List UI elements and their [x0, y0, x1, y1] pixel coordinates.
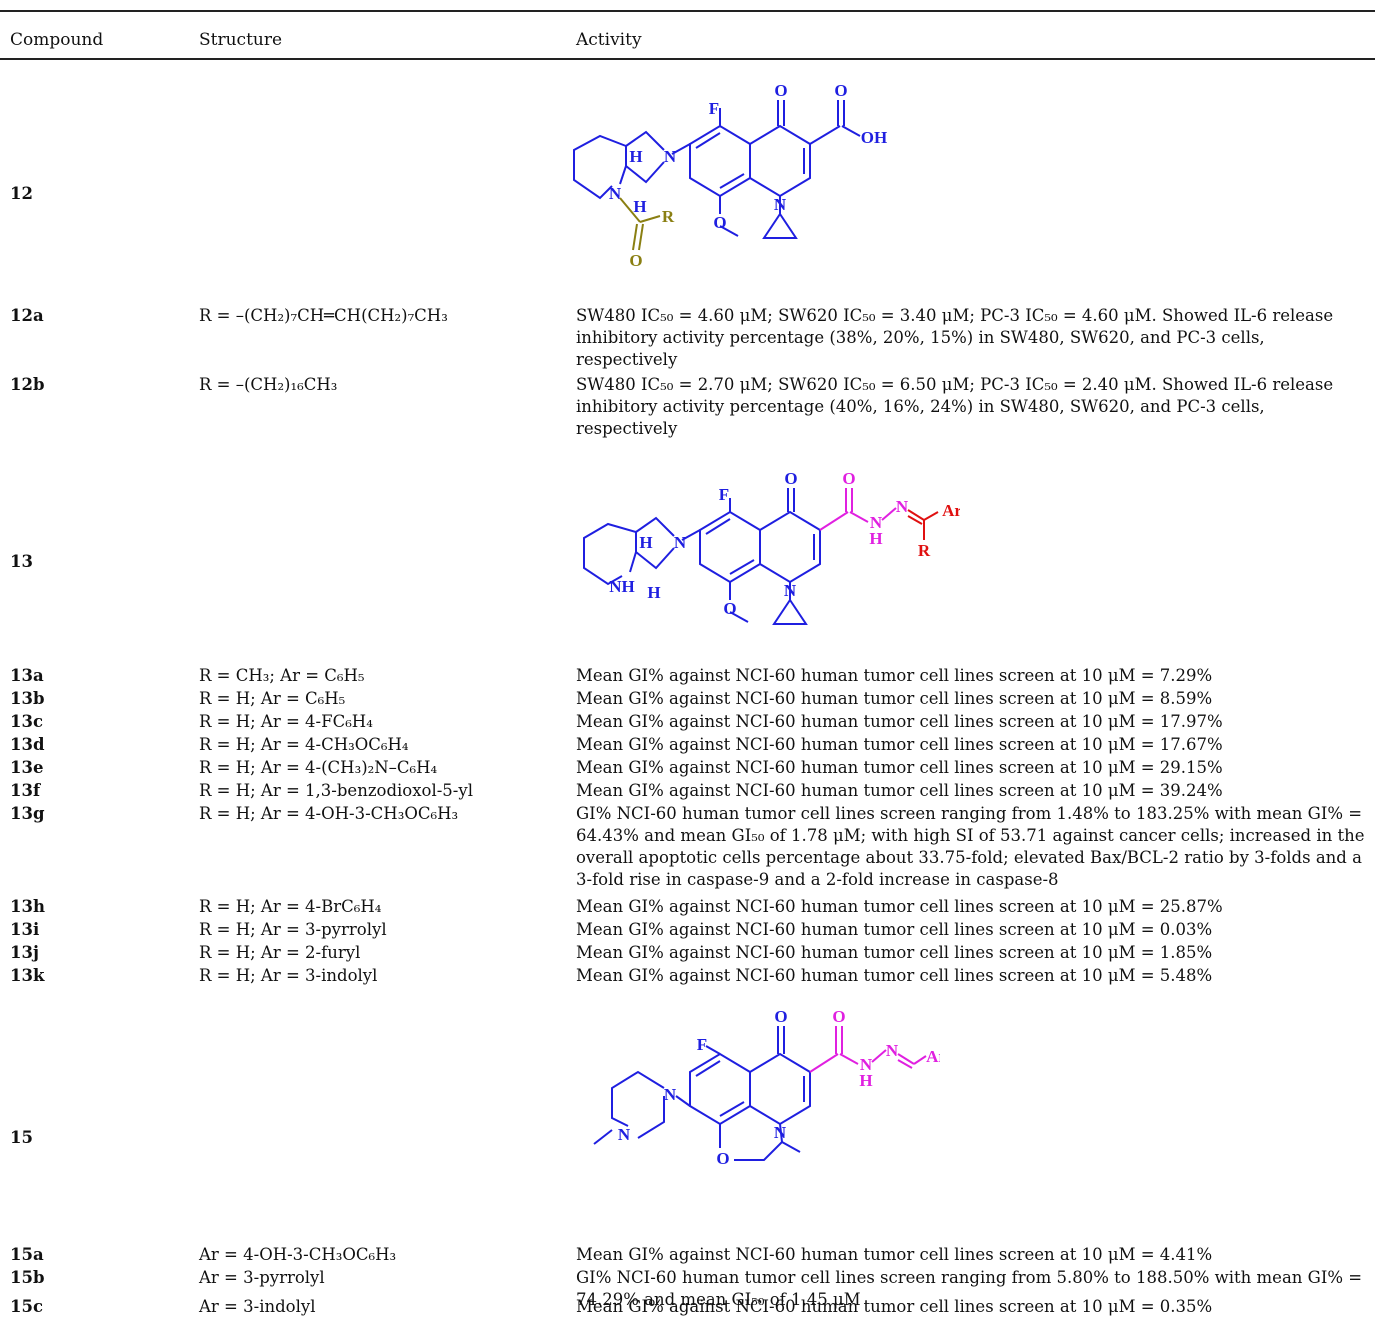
atom-label: N: [674, 533, 687, 552]
atom-label: N: [774, 195, 787, 214]
activity-text: Mean GI% against NCI-60 human tumor cell…: [576, 897, 1223, 916]
compound-id: 15b: [10, 1268, 45, 1287]
atom-label: O: [774, 81, 787, 100]
atom-label: Ar: [926, 1047, 940, 1066]
compound-id: 15: [10, 1128, 33, 1147]
compound-id: 15a: [10, 1245, 44, 1264]
activity-text: Mean GI% against NCI-60 human tumor cell…: [576, 966, 1213, 985]
activity-text: Mean GI% against NCI-60 human tumor cell…: [576, 943, 1213, 962]
atom-label: H: [647, 583, 660, 602]
compound-id: 13c: [10, 712, 44, 731]
atom-label: H: [869, 529, 882, 548]
header-rule: [0, 58, 1375, 60]
structure-text: R = H; Ar = 4-BrC₆H₄: [199, 897, 382, 916]
atom-label: O: [784, 469, 797, 488]
compound-id: 12b: [10, 375, 45, 394]
top-rule: [0, 10, 1375, 12]
compound-id: 12a: [10, 306, 44, 325]
atom-label: F: [709, 99, 719, 118]
atom-label: N: [896, 497, 909, 516]
structure-text: R = –(CH₂)₇CH═CH(CH₂)₇CH₃: [199, 306, 448, 325]
structure-text: R = H; Ar = 3-indolyl: [199, 966, 378, 985]
activity-text: Mean GI% against NCI-60 human tumor cell…: [576, 1245, 1213, 1264]
compound-id: 13d: [10, 735, 45, 754]
header-structure: Structure: [199, 30, 283, 50]
compound-id: 13a: [10, 666, 44, 685]
compound-id: 13k: [10, 966, 45, 985]
atom-label: R: [662, 207, 675, 226]
structure-text: Ar = 3-pyrrolyl: [199, 1268, 325, 1287]
atom-label: R: [918, 541, 931, 560]
atom-label: N: [774, 1123, 787, 1142]
structure-text: R = H; Ar = 4-(CH₃)₂N–C₆H₄: [199, 758, 438, 777]
atom-label: O: [716, 1149, 729, 1168]
atom-label: H: [859, 1071, 872, 1090]
atom-label: O: [834, 81, 847, 100]
compound-id: 13i: [10, 920, 40, 939]
activity-text: Mean GI% against NCI-60 human tumor cell…: [576, 666, 1213, 685]
compound-id: 13f: [10, 781, 41, 800]
structure-text: R = H; Ar = 4-CH₃OC₆H₄: [199, 735, 409, 754]
activity-text: Mean GI% against NCI-60 human tumor cell…: [576, 920, 1213, 939]
activity-text: Mean GI% against NCI-60 human tumor cell…: [576, 758, 1223, 777]
atom-label: N: [609, 184, 622, 203]
activity-text: Mean GI% against NCI-60 human tumor cell…: [576, 689, 1213, 708]
compound-id: 13: [10, 552, 33, 571]
structure-text: R = H; Ar = 4-FC₆H₄: [199, 712, 373, 731]
atom-label: N: [618, 1125, 631, 1144]
structure-text: R = H; Ar = 4-OH-3-CH₃OC₆H₃: [199, 804, 459, 823]
structure-text: Ar = 3-indolyl: [199, 1297, 316, 1316]
atom-label: O: [713, 213, 726, 232]
structure-text: R = –(CH₂)₁₆CH₃: [199, 375, 338, 394]
activity-text: Mean GI% against NCI-60 human tumor cell…: [576, 781, 1223, 800]
activity-text: Mean GI% against NCI-60 human tumor cell…: [576, 735, 1223, 754]
atom-label: N: [664, 147, 677, 166]
activity-text: GI% NCI-60 human tumor cell lines screen…: [576, 804, 1365, 889]
atom-label: O: [842, 469, 855, 488]
activity-text: Mean GI% against NCI-60 human tumor cell…: [576, 1297, 1213, 1316]
atom-label: Ar: [942, 501, 960, 520]
compound-id: 15c: [10, 1297, 44, 1316]
structure-text: R = H; Ar = 3-pyrrolyl: [199, 920, 387, 939]
atom-label: OH: [861, 128, 887, 147]
structure-12: F O O OH H N N O H N R O: [573, 81, 887, 270]
activity-text: Mean GI% against NCI-60 human tumor cell…: [576, 712, 1223, 731]
structure-text: R = H; Ar = C₆H₅: [199, 689, 346, 708]
atom-label: F: [719, 485, 729, 504]
atom-label: N: [870, 513, 883, 532]
activity-text: SW480 IC₅₀ = 4.60 μM; SW620 IC₅₀ = 3.40 …: [576, 306, 1334, 369]
atom-label: N: [860, 1055, 873, 1074]
structure-text: R = CH₃; Ar = C₆H₅: [199, 666, 365, 685]
structure-text: R = H; Ar = 1,3-benzodioxol-5-yl: [199, 781, 473, 800]
compound-id: 13b: [10, 689, 45, 708]
atom-label: N: [886, 1041, 899, 1060]
compound-id: 13j: [10, 943, 39, 962]
atom-label: N: [664, 1085, 677, 1104]
atom-label: O: [832, 1007, 845, 1026]
compound-id: 13g: [10, 804, 45, 823]
activity-text: GI% NCI-60 human tumor cell lines screen…: [576, 1268, 1363, 1309]
atom-label: O: [723, 599, 736, 618]
compound-id: 12: [10, 184, 33, 203]
header-activity: Activity: [576, 30, 642, 50]
activity-text: SW480 IC₅₀ = 2.70 μM; SW620 IC₅₀ = 6.50 …: [576, 375, 1334, 438]
atom-label: F: [697, 1035, 707, 1054]
atom-label: NH: [609, 577, 635, 596]
atom-label: O: [774, 1007, 787, 1026]
structure-13: F O O N H N Ar R H N N O H NH: [583, 469, 960, 625]
structure-text: Ar = 4-OH-3-CH₃OC₆H₃: [199, 1245, 397, 1264]
compound-id: 13h: [10, 897, 45, 916]
atom-label: H: [629, 147, 642, 166]
compound-id: 13e: [10, 758, 44, 777]
atom-label: O: [629, 251, 642, 270]
atom-label: H: [633, 197, 646, 216]
atom-label: N: [784, 581, 797, 600]
structure-text: R = H; Ar = 2-furyl: [199, 943, 361, 962]
structure-15: F O O N H N Ar N N N O: [593, 1007, 940, 1168]
atom-label: H: [639, 533, 652, 552]
header-compound: Compound: [10, 30, 104, 50]
